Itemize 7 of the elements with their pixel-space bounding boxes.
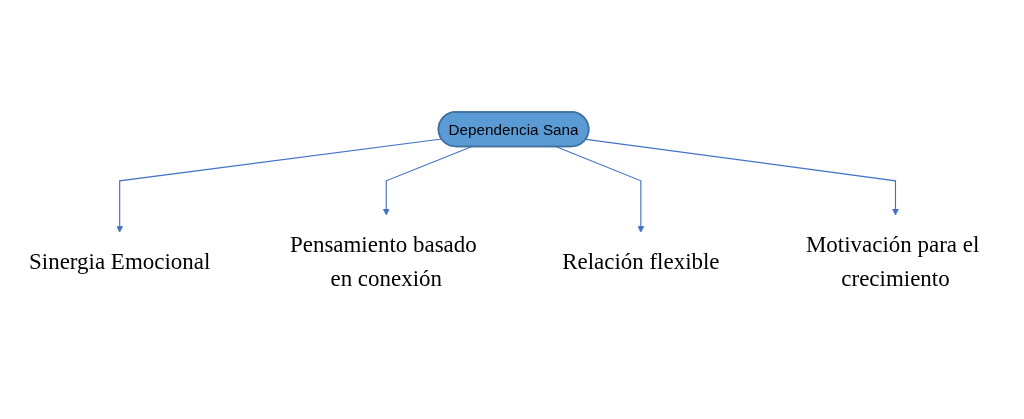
arrow — [382, 146, 473, 216]
arrow — [585, 138, 899, 216]
node-text: Pensamiento basado en conexión — [289, 231, 477, 291]
arrow — [555, 146, 645, 233]
node-text: Sinergia Emocional — [29, 248, 211, 274]
node-text: Relación flexible — [562, 248, 720, 274]
node-text: Motivación para el crecimiento — [805, 231, 980, 291]
